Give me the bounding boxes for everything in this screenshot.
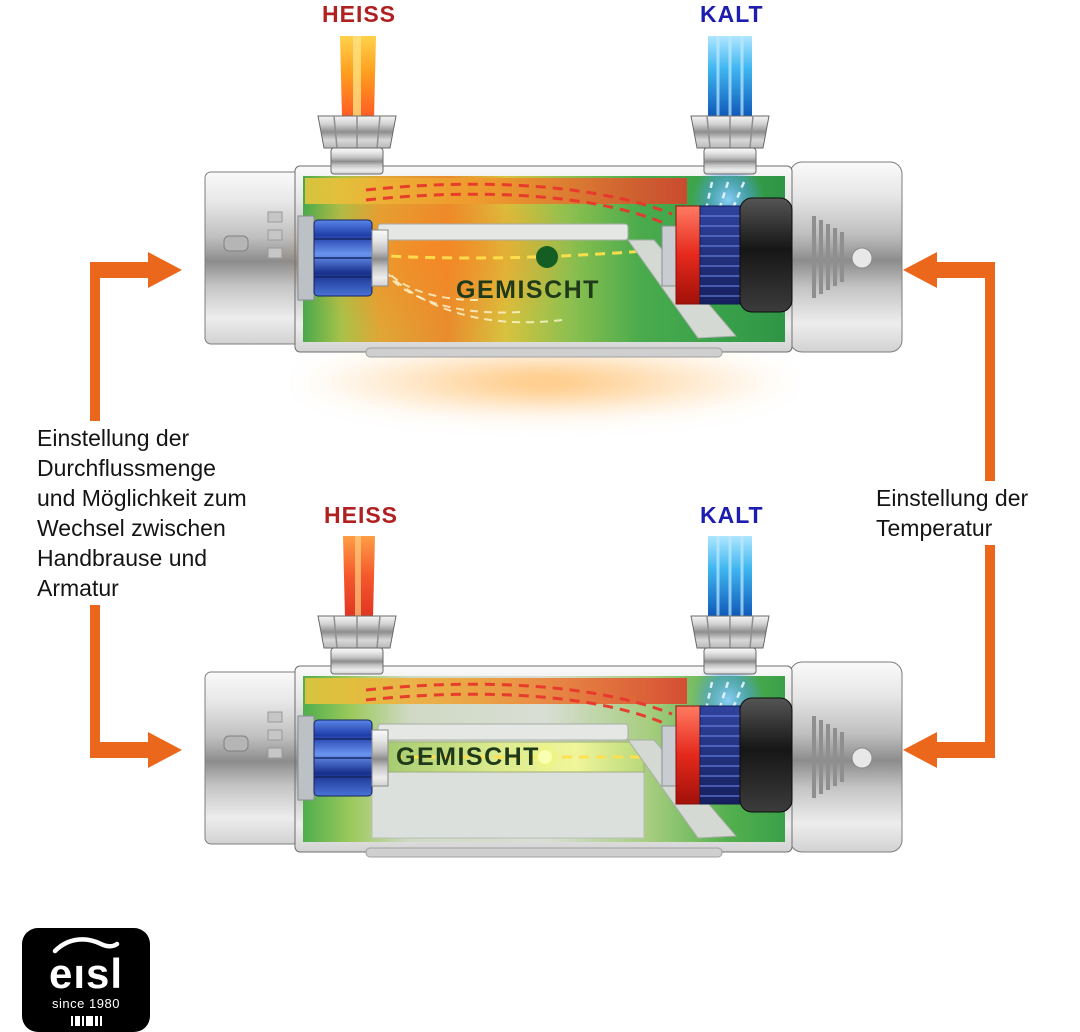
mixed-label-top: GEMISCHT [456, 276, 600, 304]
cold-fitting [690, 115, 770, 175]
warm-glow [295, 344, 795, 420]
hot-flow-path [365, 682, 673, 716]
hot-flow-path [365, 182, 673, 216]
arrow-left-icon [903, 732, 937, 768]
cold-label-top: KALT [700, 1, 764, 27]
lower-chamber [371, 771, 645, 839]
logo-tagline: since 1980 [52, 995, 120, 1011]
valve-diagram-bottom [204, 536, 903, 858]
hot-fitting [317, 615, 397, 675]
hot-fitting [317, 115, 397, 175]
mixed-indicator-dot [536, 246, 558, 268]
left-annotation: Einstellung der Durchflussmenge und Mögl… [33, 421, 251, 605]
mixed-flow-path [389, 248, 657, 260]
logo-wave-icon [52, 937, 120, 954]
arrow-right-icon [148, 732, 182, 768]
arrow-left-icon [903, 252, 937, 288]
cold-fitting [690, 615, 770, 675]
valve-diagram-top [204, 36, 903, 420]
brand-logo: eısl since 1980 [22, 928, 150, 1032]
logo-barcode-icon [70, 1015, 103, 1026]
hot-label-top: HEISS [322, 1, 397, 27]
hot-label-bottom: HEISS [324, 502, 399, 528]
arrow-right-icon [148, 252, 182, 288]
mixed-label-bottom: GEMISCHT [396, 743, 540, 771]
right-annotation: Einstellung der Temperatur [872, 481, 1033, 545]
cold-label-bottom: KALT [700, 502, 764, 528]
brand-text: eısl [48, 950, 124, 997]
